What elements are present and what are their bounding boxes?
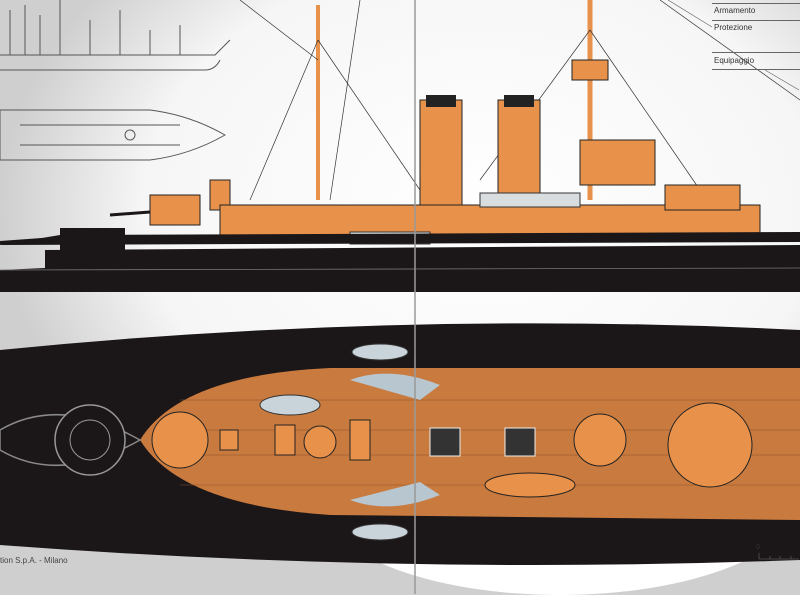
legend-protezione: Protezione — [714, 23, 753, 32]
scale-bar — [758, 553, 799, 560]
legend-rule — [712, 3, 800, 4]
legend-rule — [712, 52, 800, 53]
legend-armamento: Armamento — [714, 6, 756, 15]
small-profile-drawing — [0, 0, 231, 161]
publisher-credit: tion S.p.A. - Milano — [0, 556, 68, 565]
legend-equipaggio: Equipaggio — [714, 56, 755, 65]
legend-rule — [712, 69, 800, 70]
scale-zero-label: 0 — [756, 544, 760, 551]
legend-rule — [712, 20, 800, 21]
side-profile — [0, 0, 800, 292]
plan-view — [0, 323, 800, 565]
